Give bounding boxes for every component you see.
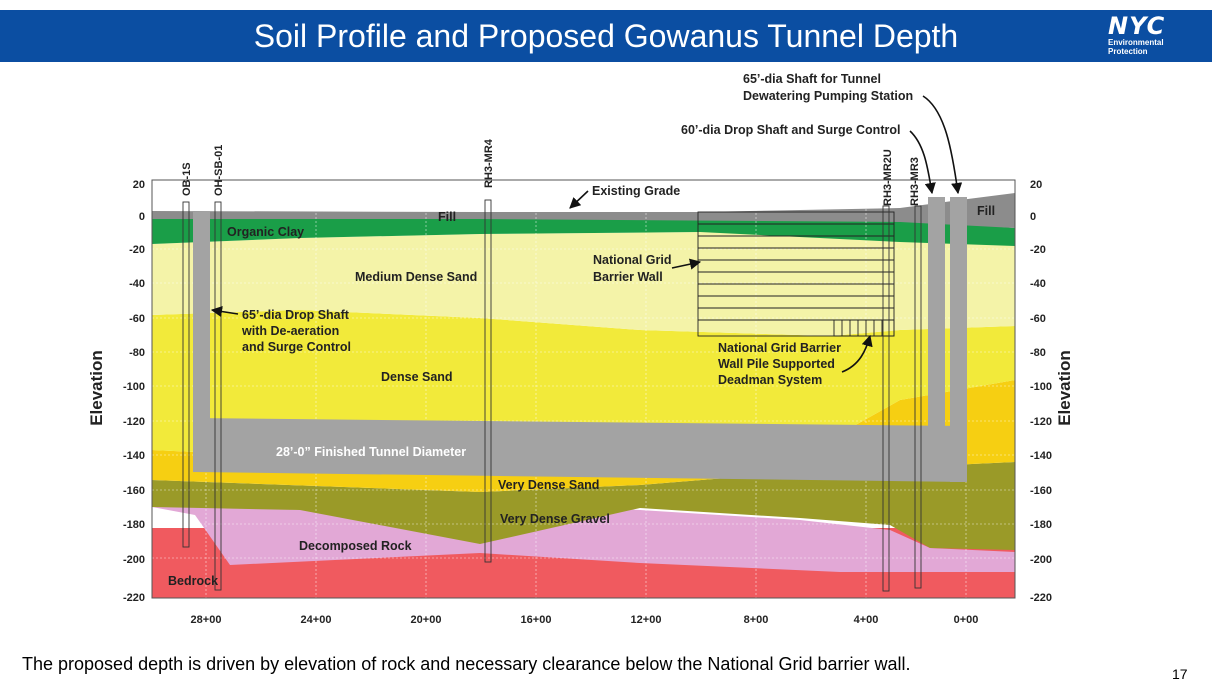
- existing-grade-label: Existing Grade: [592, 184, 680, 198]
- y-tick: 20: [133, 179, 145, 191]
- fill-layer: [152, 193, 1015, 228]
- pump-shaft-label-2: Dewatering Pumping Station: [743, 89, 913, 103]
- y-tick: -40: [129, 278, 145, 290]
- y-tick: -120: [123, 416, 145, 428]
- logo-line-1: Environmental: [1108, 38, 1164, 47]
- deadman-label-1: National Grid Barrier: [718, 341, 841, 355]
- y-tick: -200: [123, 554, 145, 566]
- boring-label: OB-1S: [181, 162, 193, 196]
- tunnel-structure: [193, 197, 967, 482]
- page-number: 17: [1172, 666, 1188, 682]
- drop-shaft-west: [193, 212, 210, 472]
- tunnel: [193, 418, 966, 482]
- very-dense-gravel-layer: [152, 462, 1015, 550]
- slide-caption: The proposed depth is driven by elevatio…: [22, 654, 911, 674]
- pump-shaft: [950, 197, 967, 482]
- nyc-dep-logo: NYC Environmental Protection: [1108, 14, 1200, 58]
- boring-logs: [182, 199, 922, 592]
- x-tick: 8+00: [744, 614, 769, 626]
- x-tick: 12+00: [631, 614, 662, 626]
- medium-dense-sand-layer: [152, 232, 1015, 336]
- y-tick: -180: [1030, 519, 1052, 531]
- drop-shaft-surge-label: 60’-dia Drop Shaft and Surge Control: [681, 123, 900, 137]
- boring-label: RH3-MR3: [909, 157, 921, 206]
- fill-label-right: Fill: [977, 204, 995, 218]
- x-tick: 0+00: [954, 614, 979, 626]
- boring-label: OH-SB-01: [213, 145, 225, 196]
- barrier-wall-label-2: Barrier Wall: [593, 270, 663, 284]
- y-tick: -160: [123, 485, 145, 497]
- barrier-wall-hatch: [697, 211, 895, 337]
- x-tick: 4+00: [854, 614, 879, 626]
- fill-label: Fill: [438, 210, 456, 224]
- y-tick: -60: [1030, 313, 1046, 325]
- tunnel-label: 28’-0” Finished Tunnel Diameter: [276, 445, 466, 459]
- drop-shaft-label-3: and Surge Control: [242, 340, 351, 354]
- y-tick: -80: [129, 347, 145, 359]
- barrier-wall-label-1: National Grid: [593, 253, 671, 267]
- x-tick: 20+00: [411, 614, 442, 626]
- decomposed-rock-label: Decomposed Rock: [299, 539, 412, 553]
- x-tick: 24+00: [301, 614, 332, 626]
- y-tick: -100: [1030, 381, 1052, 393]
- page-title: Soil Profile and Proposed Gowanus Tunnel…: [253, 18, 959, 54]
- x-tick: 16+00: [521, 614, 552, 626]
- y-tick: -220: [123, 592, 145, 604]
- annotation-arrows: [210, 95, 963, 373]
- drop-shaft-surge: [928, 197, 945, 437]
- y-axis-right: 20 0 -20 -40 -60 -80 -100 -120 -140 -160…: [1030, 179, 1052, 604]
- logo-text: NYC: [1108, 12, 1166, 40]
- y-tick: -180: [123, 519, 145, 531]
- dense-sand-label: Dense Sand: [381, 370, 453, 384]
- deadman-label-3: Deadman System: [718, 373, 822, 387]
- y-axis-label-right: Elevation: [1055, 350, 1074, 426]
- y-tick: -140: [123, 450, 145, 462]
- bedrock-label: Bedrock: [168, 574, 218, 588]
- y-tick: 0: [139, 211, 145, 223]
- boring-label: RH3-MR2U: [882, 149, 894, 206]
- plot-frame: [151, 179, 1016, 599]
- y-tick: 0: [1030, 211, 1036, 223]
- drop-shaft-label-1: 65’-dia Drop Shaft: [242, 308, 350, 322]
- annotations: 65’-dia Shaft for Tunnel Dewatering Pump…: [241, 72, 913, 387]
- y-axis-left: 20 0 -20 -40 -60 -80 -100 -120 -140 -160…: [123, 179, 145, 604]
- x-axis: 28+00 24+00 20+00 16+00 12+00 8+00 4+00 …: [191, 614, 979, 626]
- y-axis-label-left: Elevation: [87, 350, 106, 426]
- layer-labels: Fill Fill Organic Clay Medium Dense Sand…: [168, 204, 995, 588]
- y-tick: -220: [1030, 592, 1052, 604]
- logo-line-2: Protection: [1108, 47, 1148, 56]
- y-tick: -80: [1030, 347, 1046, 359]
- y-tick: -160: [1030, 485, 1052, 497]
- organic-clay-label: Organic Clay: [227, 225, 304, 239]
- drop-shaft-label-2: with De-aeration: [241, 324, 339, 338]
- organic-clay-layer: [152, 219, 1015, 246]
- y-tick: -120: [1030, 416, 1052, 428]
- y-tick: -200: [1030, 554, 1052, 566]
- deadman-label-2: Wall Pile Supported: [718, 357, 835, 371]
- very-dense-gravel-label: Very Dense Gravel: [500, 512, 610, 526]
- y-tick: -60: [129, 313, 145, 325]
- boring-labels: OB-1S OH-SB-01 RH3-MR4 RH3-MR2U RH3-MR3: [181, 138, 921, 206]
- very-dense-sand-label: Very Dense Sand: [498, 478, 599, 492]
- y-tick: -20: [129, 244, 145, 256]
- pump-shaft-label-1: 65’-dia Shaft for Tunnel: [743, 72, 881, 86]
- y-tick: 20: [1030, 179, 1042, 191]
- title-bar: Soil Profile and Proposed Gowanus Tunnel…: [0, 10, 1212, 62]
- boring-label: RH3-MR4: [483, 138, 495, 188]
- y-tick: -20: [1030, 244, 1046, 256]
- y-tick: -100: [123, 381, 145, 393]
- x-tick: 28+00: [191, 614, 222, 626]
- y-tick: -40: [1030, 278, 1046, 290]
- y-tick: -140: [1030, 450, 1052, 462]
- medium-dense-sand-label: Medium Dense Sand: [355, 270, 477, 284]
